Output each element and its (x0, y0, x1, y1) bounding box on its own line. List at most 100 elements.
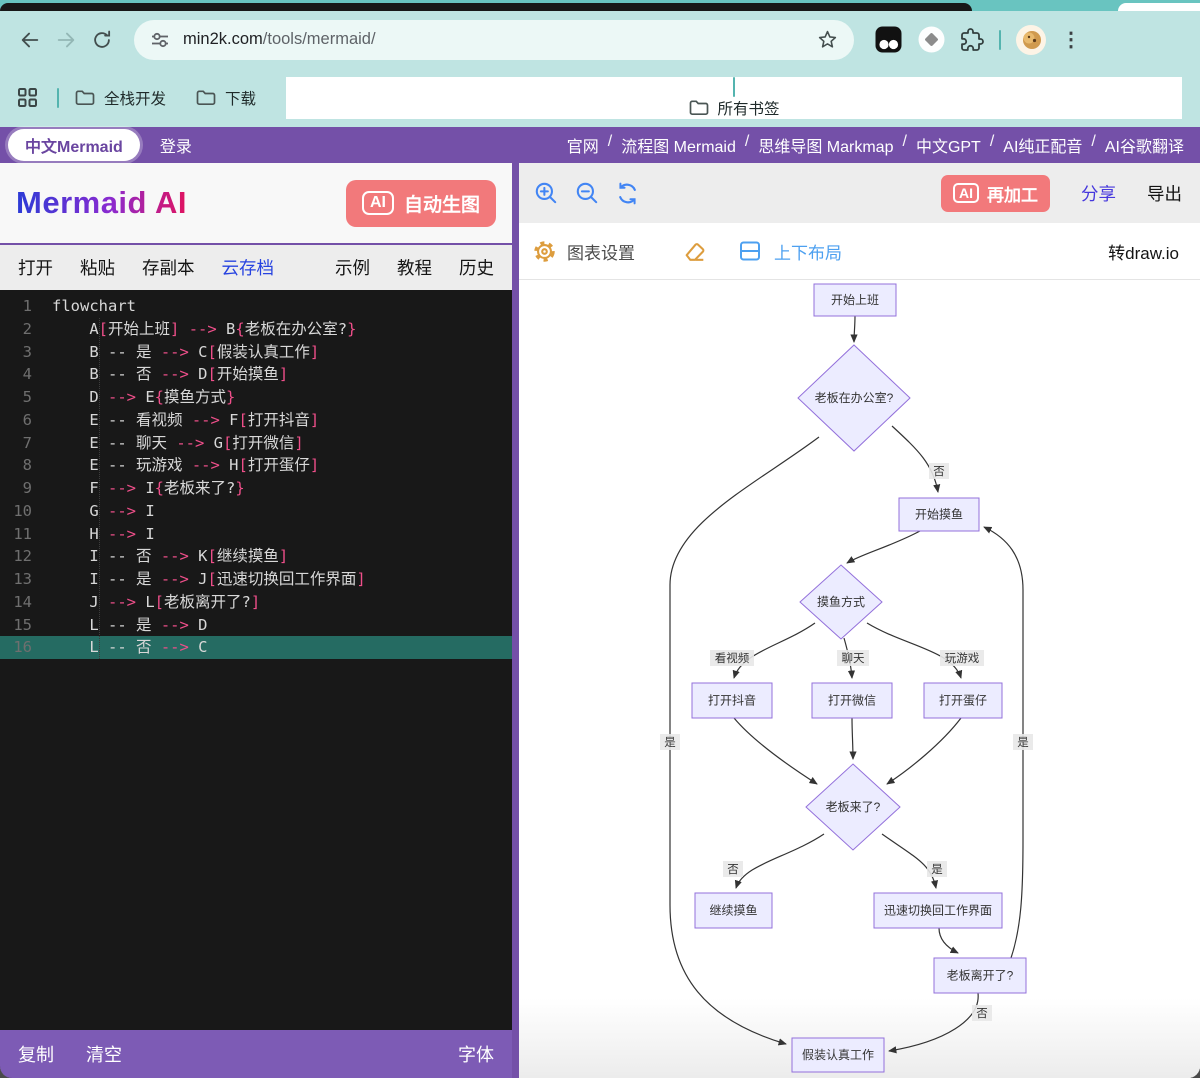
profile-avatar[interactable] (1016, 24, 1046, 55)
line-number: 5 (22, 388, 32, 406)
history-button[interactable]: 历史 (459, 258, 494, 278)
diagram-canvas[interactable]: 开始上班老板在办公室? 开始摸鱼摸鱼方式打开抖音 打开微信打开蛋仔老板来了? 继续摸鱼… (519, 280, 1200, 1078)
browser-menu-button[interactable]: ⋮ (1061, 28, 1081, 51)
nav-link[interactable]: AI谷歌翻译 (1104, 139, 1184, 156)
bookmark-item[interactable]: 下载 (196, 87, 256, 109)
editor-line[interactable]: 3 B -- 是 --> C[假装认真工作] (0, 341, 512, 364)
mermaid-flowchart[interactable]: 开始上班老板在办公室? 开始摸鱼摸鱼方式打开抖音 打开微信打开蛋仔老板来了? 继续摸鱼… (519, 280, 1200, 1078)
panel-divider[interactable] (512, 163, 519, 1078)
url-text[interactable]: min2k.com/tools/mermaid/ (183, 30, 376, 48)
copy-button[interactable]: 复制 (18, 1045, 54, 1065)
eraser-button[interactable] (683, 239, 708, 264)
flow-edge-B-D (891, 425, 941, 493)
zoom-out-icon (576, 182, 598, 204)
flow-node-E[interactable]: 摸鱼方式 (799, 564, 883, 640)
editor-line[interactable]: 14 J --> L[老板离开了?] (0, 591, 512, 614)
flow-node-L[interactable]: 老板离开了? (933, 957, 1027, 994)
all-bookmarks-button[interactable]: 所有书签 (689, 97, 780, 119)
clear-button[interactable]: 清空 (86, 1045, 122, 1065)
editor-line[interactable]: 2 A[开始上班] --> B{老板在办公室?} (0, 318, 512, 341)
editor-line[interactable]: 11 H --> I (0, 523, 512, 546)
forward-button[interactable] (48, 22, 84, 58)
nav-link[interactable]: 官网 (566, 139, 599, 156)
flow-node-K[interactable]: 继续摸鱼 (694, 892, 773, 929)
flow-node-I[interactable]: 老板来了? (805, 763, 901, 851)
editor-line[interactable]: 7 E -- 聊天 --> G[打开微信] (0, 432, 512, 455)
chart-settings-button[interactable] (532, 239, 557, 264)
editor-line[interactable]: 16 L -- 否 --> C (0, 636, 512, 659)
to-drawio-button[interactable]: 转draw.io (1108, 243, 1179, 263)
nav-link[interactable]: AI纯正配音 (1003, 139, 1083, 156)
chart-settings-label[interactable]: 图表设置 (567, 243, 635, 263)
editor-line[interactable]: 8 E -- 玩游戏 --> H[打开蛋仔] (0, 454, 512, 477)
flow-edge-label: 看视频 (710, 650, 754, 666)
save-copy-button[interactable]: 存副本 (142, 258, 195, 278)
flow-edge-B-C (669, 436, 820, 1046)
back-button[interactable] (12, 22, 48, 58)
nav-link[interactable]: 中文GPT (915, 139, 981, 156)
flow-node-C[interactable]: 假装认真工作 (791, 1037, 885, 1073)
paste-button[interactable]: 粘贴 (80, 258, 115, 278)
nav-link[interactable]: 思维导图 Markmap (758, 139, 894, 156)
site-info-icon[interactable] (150, 30, 170, 50)
code-text: E -- 看视频 --> F[打开抖音] (52, 410, 320, 429)
code-text: E -- 玩游戏 --> H[打开蛋仔] (52, 456, 320, 475)
flow-edge-E-H (866, 622, 963, 679)
editor-line[interactable]: 13 I -- 是 --> J[迅速切换回工作界面] (0, 568, 512, 591)
flow-edge-label: 否 (972, 1005, 992, 1021)
editor-line[interactable]: 10 G --> I (0, 500, 512, 523)
open-button[interactable]: 打开 (18, 258, 53, 278)
editor-line[interactable]: 4 B -- 否 --> D[开始摸鱼] (0, 363, 512, 386)
layout-toggle-label[interactable]: 上下布局 (774, 243, 842, 263)
examples-button[interactable]: 示例 (335, 258, 370, 278)
editor-line[interactable]: 5 D --> E{摸鱼方式} (0, 386, 512, 409)
extensions-menu-button[interactable] (960, 27, 984, 52)
apps-grid-button[interactable] (18, 88, 37, 107)
bookmark-star-icon[interactable] (817, 29, 838, 50)
svg-text:假装认真工作: 假装认真工作 (802, 1048, 874, 1062)
flow-node-H[interactable]: 打开蛋仔 (923, 682, 1003, 719)
editor-line[interactable]: 15 L -- 是 --> D (0, 614, 512, 637)
folder-icon (689, 99, 709, 116)
reload-button[interactable] (84, 22, 120, 58)
folder-icon (196, 89, 216, 106)
flow-node-D[interactable]: 开始摸鱼 (898, 497, 980, 532)
line-number: 9 (22, 479, 32, 497)
font-button[interactable]: 字体 (458, 1045, 494, 1065)
tab-strip[interactable] (0, 0, 1200, 11)
flow-node-J[interactable]: 迅速切换回工作界面 (873, 892, 1003, 929)
login-link[interactable]: 登录 (159, 139, 192, 156)
flow-node-G[interactable]: 打开微信 (811, 682, 893, 719)
layout-toggle-button[interactable] (738, 239, 762, 263)
flow-edge-E-F (732, 622, 816, 679)
flow-node-F[interactable]: 打开抖音 (691, 682, 773, 719)
reset-view-button[interactable] (615, 181, 640, 206)
svg-text:玩游戏: 玩游戏 (945, 652, 980, 665)
svg-text:继续摸鱼: 继续摸鱼 (709, 904, 757, 918)
zoom-out-button[interactable] (574, 180, 600, 206)
extension-shortcut-button[interactable] (874, 25, 903, 54)
url-bar[interactable]: min2k.com/tools/mermaid/ (134, 19, 854, 60)
flow-node-B[interactable]: 老板在办公室? (797, 344, 911, 452)
export-button[interactable]: 导出 (1147, 183, 1182, 204)
diamond-extension-button[interactable] (918, 26, 945, 53)
editor-line[interactable]: 12 I -- 否 --> K[继续摸鱼] (0, 545, 512, 568)
nav-link[interactable]: 流程图 Mermaid (621, 139, 736, 156)
editor-footer: 复制 清空 字体 (0, 1030, 512, 1078)
ai-generate-button[interactable]: AI 自动生图 (345, 179, 496, 227)
editor-line[interactable]: 6 E -- 看视频 --> F[打开抖音] (0, 409, 512, 432)
brand-pill[interactable]: 中文Mermaid (8, 129, 140, 161)
flow-node-A[interactable]: 开始上班 (813, 283, 897, 317)
share-button[interactable]: 分享 (1081, 183, 1116, 204)
cloud-save-button[interactable]: 云存档 (221, 258, 275, 278)
bookmark-item[interactable]: 全栈开发 (75, 87, 166, 109)
tutorial-button[interactable]: 教程 (397, 258, 432, 278)
flow-edge-label: 是 (1013, 734, 1033, 750)
editor-line[interactable]: 9 F --> I{老板来了?} (0, 477, 512, 500)
tab-strip-segment (1118, 3, 1200, 11)
zoom-in-button[interactable] (533, 180, 559, 206)
ai-rework-button[interactable]: AI 再加工 (941, 174, 1050, 212)
active-tab[interactable] (0, 3, 972, 11)
